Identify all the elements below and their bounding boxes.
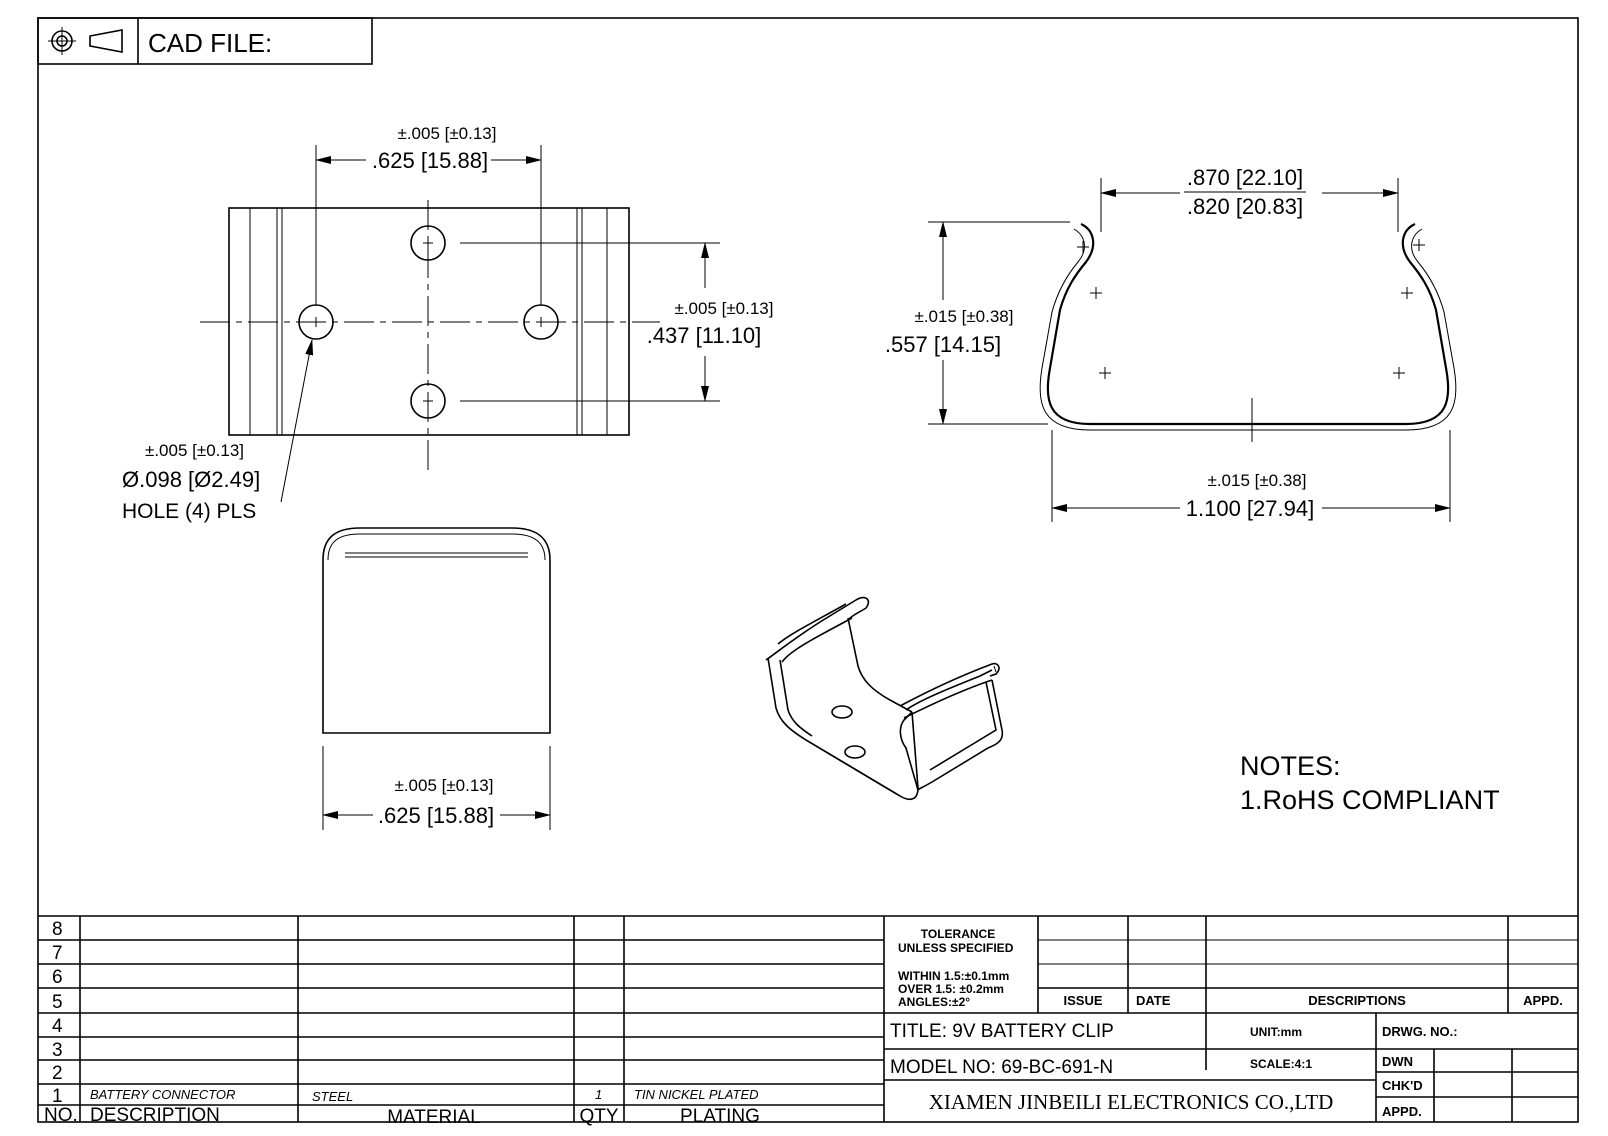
header-box: CAD FILE: <box>37 17 373 65</box>
bom-plating: TIN NICKEL PLATED <box>634 1087 759 1102</box>
hole-spacing-dimension: .625 [15.88] <box>372 148 488 173</box>
descriptions-label: DESCRIPTIONS <box>1308 993 1406 1008</box>
width-dimension: 1.100 [27.94] <box>1186 496 1314 521</box>
unit-label: UNIT:mm <box>1250 1025 1302 1039</box>
side-outline <box>322 527 551 734</box>
drawing-title: TITLE: 9V BATTERY CLIP <box>890 1021 1114 1042</box>
top-view: ±.005 [±0.13] .625 [15.88] ±.005 [±0.13]… <box>122 124 774 523</box>
hole-tolerance: ±.005 [±0.13] <box>145 441 244 460</box>
bom-qty: 1 <box>595 1087 602 1102</box>
side-width-tolerance: ±.005 [±0.13] <box>394 776 493 795</box>
header-no: NO. <box>44 1105 78 1126</box>
title-block: TOLERANCE UNLESS SPECIFIED WITHIN 1.5:±0… <box>884 916 1578 1122</box>
drawing-number-label: DRWG. NO.: <box>1382 1024 1458 1039</box>
company-name: XIAMEN JINBEILI ELECTRONICS CO.,LTD <box>929 1090 1334 1114</box>
top-width-max: .870 [22.10] <box>1187 165 1303 190</box>
date-label: DATE <box>1136 993 1171 1008</box>
appd-label: APPD. <box>1523 993 1563 1008</box>
center-mark <box>1099 367 1111 379</box>
bom-material: STEEL <box>312 1089 353 1104</box>
model-number: MODEL NO: 69-BC-691-N <box>890 1057 1113 1078</box>
row-number: 7 <box>52 943 63 964</box>
width-tolerance: ±.015 [±0.38] <box>1207 471 1306 490</box>
height-tolerance: ±.015 [±0.38] <box>914 307 1013 326</box>
center-mark <box>1393 367 1405 379</box>
hole <box>410 225 446 261</box>
row-number: 6 <box>52 967 63 988</box>
side-view: ±.005 [±0.13] .625 [15.88] <box>322 527 551 830</box>
notes-heading: NOTES: <box>1240 751 1341 781</box>
isometric-view <box>765 596 1004 801</box>
dwn-label: DWN <box>1382 1054 1413 1069</box>
notes: NOTES: 1.RoHS COMPLIANT <box>1240 751 1500 815</box>
tolerance-within: WITHIN 1.5:±0.1mm <box>898 969 1009 983</box>
center-mark <box>1401 287 1413 299</box>
row-number: 3 <box>52 1040 63 1061</box>
row-spacing-dimension: .437 [11.10] <box>647 323 762 348</box>
bom-table: 8 7 6 5 4 3 2 1 BATTERY CONNECTOR STEEL … <box>38 915 1578 1128</box>
row-number: 5 <box>52 992 63 1013</box>
iso-hole <box>844 745 866 759</box>
center-mark <box>1090 287 1102 299</box>
center-mark <box>1077 241 1089 253</box>
issue-label: ISSUE <box>1063 993 1102 1008</box>
first-angle-projection-icon <box>48 27 123 55</box>
center-mark <box>1413 239 1425 251</box>
row-spacing-tolerance: ±.005 [±0.13] <box>674 299 773 318</box>
side-width-dimension: .625 [15.88] <box>378 803 494 828</box>
header-plating: PLATING <box>680 1106 760 1127</box>
row-number: 2 <box>52 1063 63 1084</box>
scale-label: SCALE:4:1 <box>1250 1057 1312 1071</box>
clip-profile <box>1046 223 1450 426</box>
header-description: DESCRIPTION <box>90 1105 220 1126</box>
hole-count: HOLE (4) PLS <box>122 500 256 523</box>
hole <box>410 383 446 419</box>
tolerance-subtitle: UNLESS SPECIFIED <box>898 941 1014 955</box>
bom-description: BATTERY CONNECTOR <box>90 1087 235 1102</box>
tolerance-angles: ANGLES:±2° <box>898 995 970 1009</box>
sheet-border <box>37 17 1579 1123</box>
row-number: 8 <box>52 919 63 940</box>
height-dimension: .557 [14.15] <box>885 332 1001 357</box>
row-number: 1 <box>52 1086 63 1107</box>
header-material: MATERIAL <box>387 1107 481 1128</box>
hole-spacing-tolerance: ±.005 [±0.13] <box>397 124 496 143</box>
hole-diameter: Ø.098 [Ø2.49] <box>122 467 260 492</box>
row-number: 4 <box>52 1016 63 1037</box>
chkd-label: CHK'D <box>1382 1078 1423 1093</box>
appd-sign-label: APPD. <box>1382 1104 1422 1119</box>
tolerance-title: TOLERANCE <box>921 927 995 941</box>
iso-hole <box>831 705 853 719</box>
tolerance-over: OVER 1.5: ±0.2mm <box>898 982 1004 996</box>
note-item: 1.RoHS COMPLIANT <box>1240 785 1500 815</box>
cad-file-label: CAD FILE: <box>148 28 272 58</box>
end-view: .870 [22.10] .820 [20.83] ±.015 [±0.38] … <box>885 165 1457 522</box>
header-qty: QTY <box>579 1106 618 1127</box>
top-width-min: .820 [20.83] <box>1187 194 1303 219</box>
